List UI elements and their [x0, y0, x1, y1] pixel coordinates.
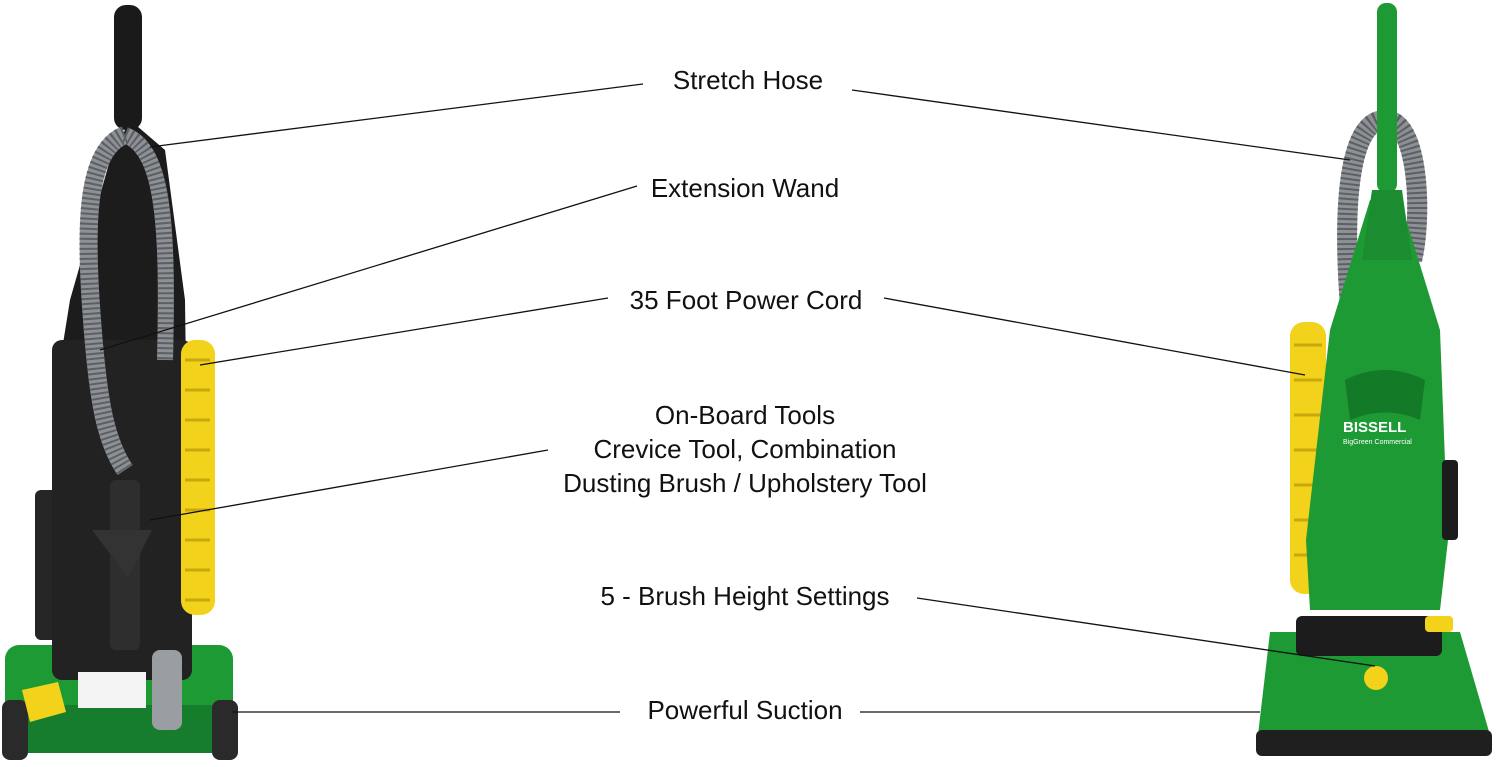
label-tools-line3: Dusting Brush / Upholstery Tool	[563, 468, 927, 498]
line-power-cord-left	[199, 297, 609, 366]
label-on-board-tools: On-Board Tools Crevice Tool, Combination…	[563, 398, 927, 500]
height-knob	[1364, 666, 1388, 690]
rear-sticker	[78, 672, 146, 708]
label-tools-line2: Crevice Tool, Combination	[593, 434, 897, 464]
label-powerful-suction: Powerful Suction	[647, 695, 843, 725]
label-extension-wand: Extension Wand	[650, 173, 840, 203]
line-brush-height	[916, 597, 1376, 667]
line-tools	[149, 449, 549, 521]
front-handle	[1377, 3, 1397, 193]
front-bumper	[1256, 730, 1492, 756]
vacuum-rear-view	[2, 5, 238, 760]
height-pedal	[22, 682, 66, 722]
line-extension-wand	[99, 185, 638, 351]
line-power-cord-right	[883, 297, 1306, 376]
callout-lines	[99, 83, 1376, 713]
line-stretch-hose-right	[851, 89, 1351, 161]
label-brush-height: 5 - Brush Height Settings	[600, 581, 890, 611]
vacuum-front-view	[1256, 3, 1492, 756]
label-stretch-hose: Stretch Hose	[672, 65, 824, 95]
brand-logo: BISSELL	[1343, 419, 1406, 436]
rear-handle	[114, 5, 142, 130]
rear-cord	[181, 340, 215, 615]
brand-subtitle: BigGreen Commercial	[1343, 439, 1412, 446]
rear-wheel-left	[2, 700, 28, 760]
label-power-cord: 35 Foot Power Cord	[629, 285, 863, 315]
label-tools-line1: On-Board Tools	[654, 400, 836, 430]
line-stretch-hose-left	[149, 83, 644, 148]
rear-wheel-right	[212, 700, 238, 760]
